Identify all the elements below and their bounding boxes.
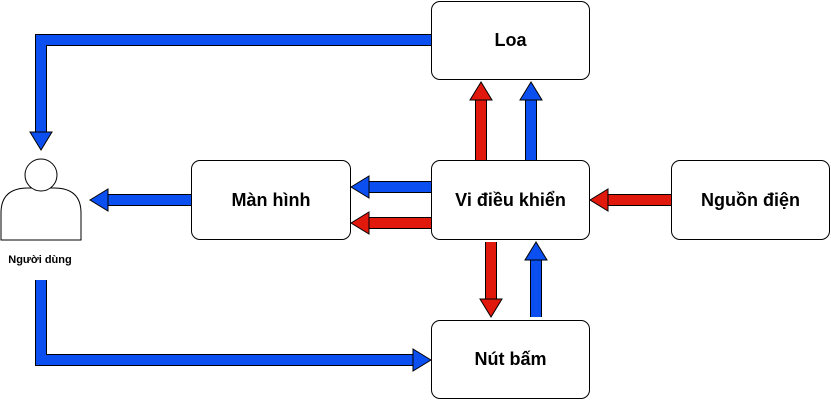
user-label: Người dùng — [8, 254, 72, 266]
microcontroller-label: Vi điều khiển — [455, 189, 566, 210]
arrowhead-microcontroller-to-speaker-blue — [519, 81, 543, 101]
display-label: Màn hình — [231, 189, 311, 210]
power-node: Nguồn điện — [671, 160, 830, 240]
arrowhead-display-to-user-blue — [89, 188, 109, 212]
microcontroller-node: Vi điều khiển — [431, 160, 590, 240]
arrowhead-microcontroller-to-speaker-red — [469, 81, 493, 101]
button-node: Nút bấm — [431, 320, 590, 399]
arrow-speaker-to-user-blue-outline — [35, 34, 431, 132]
button-label: Nút bấm — [474, 349, 547, 369]
arrow-user-to-button-blue-outline — [35, 280, 413, 366]
arrowhead-microcontroller-to-button-red — [479, 298, 503, 318]
speaker-node: Loa — [431, 1, 590, 80]
arrowhead-microcontroller-to-display-blue — [350, 175, 370, 199]
person-icon — [0, 158, 82, 241]
arrow-speaker-to-user-blue — [36, 35, 431, 132]
arrowhead-button-to-microcontroller-blue — [524, 241, 548, 261]
arrow-user-to-button-blue — [36, 280, 413, 365]
arrowhead-speaker-to-user-blue — [29, 131, 53, 151]
arrowhead-user-to-button-blue — [412, 348, 432, 372]
power-label: Nguồn điện — [701, 189, 800, 210]
arrowhead-microcontroller-to-display-red — [350, 211, 370, 235]
speaker-label: Loa — [494, 30, 527, 50]
arrowhead-power-to-microcontroller-red — [589, 188, 609, 212]
display-node: Màn hình — [191, 160, 351, 240]
